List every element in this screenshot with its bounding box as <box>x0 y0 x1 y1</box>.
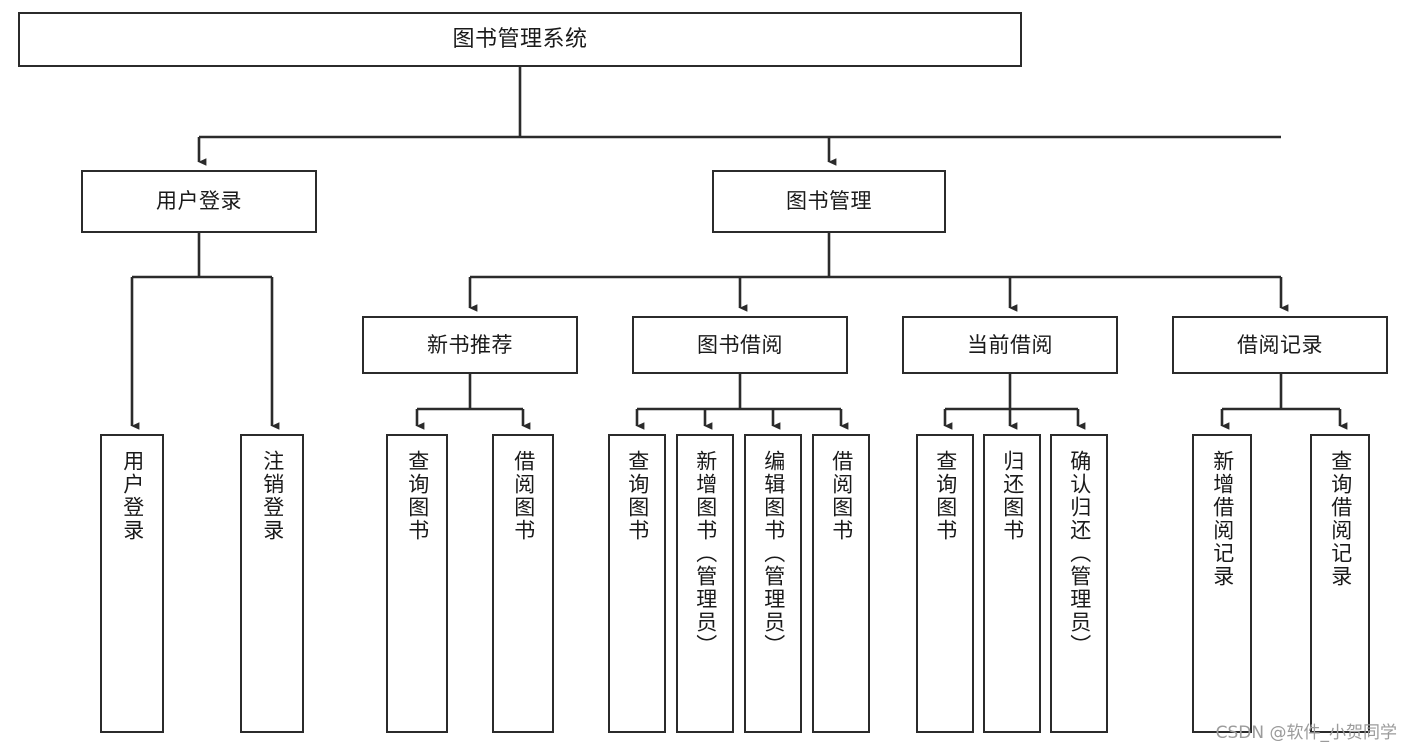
node-leaf-query-book-3[interactable]: 查询图书 <box>916 434 974 733</box>
node-leaf-user-login[interactable]: 用户登录 <box>100 434 164 733</box>
node-leaf-borrow-book-1-label: 借阅图书 <box>511 450 536 542</box>
node-current-borrow[interactable]: 当前借阅 <box>902 316 1118 374</box>
node-user-login-label: 用户登录 <box>156 189 242 214</box>
node-leaf-edit-book-label: 编辑图书（管理员） <box>761 450 786 657</box>
node-book-borrow-label: 图书借阅 <box>697 332 783 357</box>
node-root[interactable]: 图书管理系统 <box>18 12 1022 67</box>
node-leaf-add-book[interactable]: 新增图书（管理员） <box>676 434 734 733</box>
node-leaf-query-book-1[interactable]: 查询图书 <box>386 434 448 733</box>
node-leaf-confirm-return[interactable]: 确认归还（管理员） <box>1050 434 1108 733</box>
node-leaf-query-record-label: 查询借阅记录 <box>1328 450 1353 588</box>
node-leaf-return-book[interactable]: 归还图书 <box>983 434 1041 733</box>
node-leaf-borrow-book-2-label: 借阅图书 <box>829 450 854 542</box>
node-leaf-borrow-book-1[interactable]: 借阅图书 <box>492 434 554 733</box>
node-leaf-user-login-label: 用户登录 <box>120 450 145 542</box>
node-new-book-recommend[interactable]: 新书推荐 <box>362 316 578 374</box>
node-leaf-query-book-2-label: 查询图书 <box>625 450 650 542</box>
node-new-book-recommend-label: 新书推荐 <box>427 332 513 357</box>
node-leaf-logout[interactable]: 注销登录 <box>240 434 304 733</box>
node-current-borrow-label: 当前借阅 <box>967 332 1053 357</box>
node-leaf-query-book-3-label: 查询图书 <box>933 450 958 542</box>
node-leaf-return-book-label: 归还图书 <box>1000 450 1025 542</box>
node-leaf-edit-book[interactable]: 编辑图书（管理员） <box>744 434 802 733</box>
node-leaf-query-book-2[interactable]: 查询图书 <box>608 434 666 733</box>
node-borrow-record[interactable]: 借阅记录 <box>1172 316 1388 374</box>
csdn-watermark: CSDN @软件_小贺同学 <box>1215 723 1397 743</box>
node-leaf-borrow-book-2[interactable]: 借阅图书 <box>812 434 870 733</box>
node-book-manage[interactable]: 图书管理 <box>712 170 946 233</box>
node-borrow-record-label: 借阅记录 <box>1237 332 1323 357</box>
node-leaf-add-record-label: 新增借阅记录 <box>1210 450 1235 588</box>
node-book-borrow[interactable]: 图书借阅 <box>632 316 848 374</box>
node-leaf-add-record[interactable]: 新增借阅记录 <box>1192 434 1252 733</box>
node-root-label: 图书管理系统 <box>452 26 588 52</box>
node-user-login[interactable]: 用户登录 <box>81 170 317 233</box>
node-leaf-query-book-1-label: 查询图书 <box>405 450 430 542</box>
node-leaf-confirm-return-label: 确认归还（管理员） <box>1067 450 1092 657</box>
node-leaf-query-record[interactable]: 查询借阅记录 <box>1310 434 1370 733</box>
node-book-manage-label: 图书管理 <box>786 189 872 214</box>
node-leaf-logout-label: 注销登录 <box>260 450 285 542</box>
node-leaf-add-book-label: 新增图书（管理员） <box>693 450 718 657</box>
